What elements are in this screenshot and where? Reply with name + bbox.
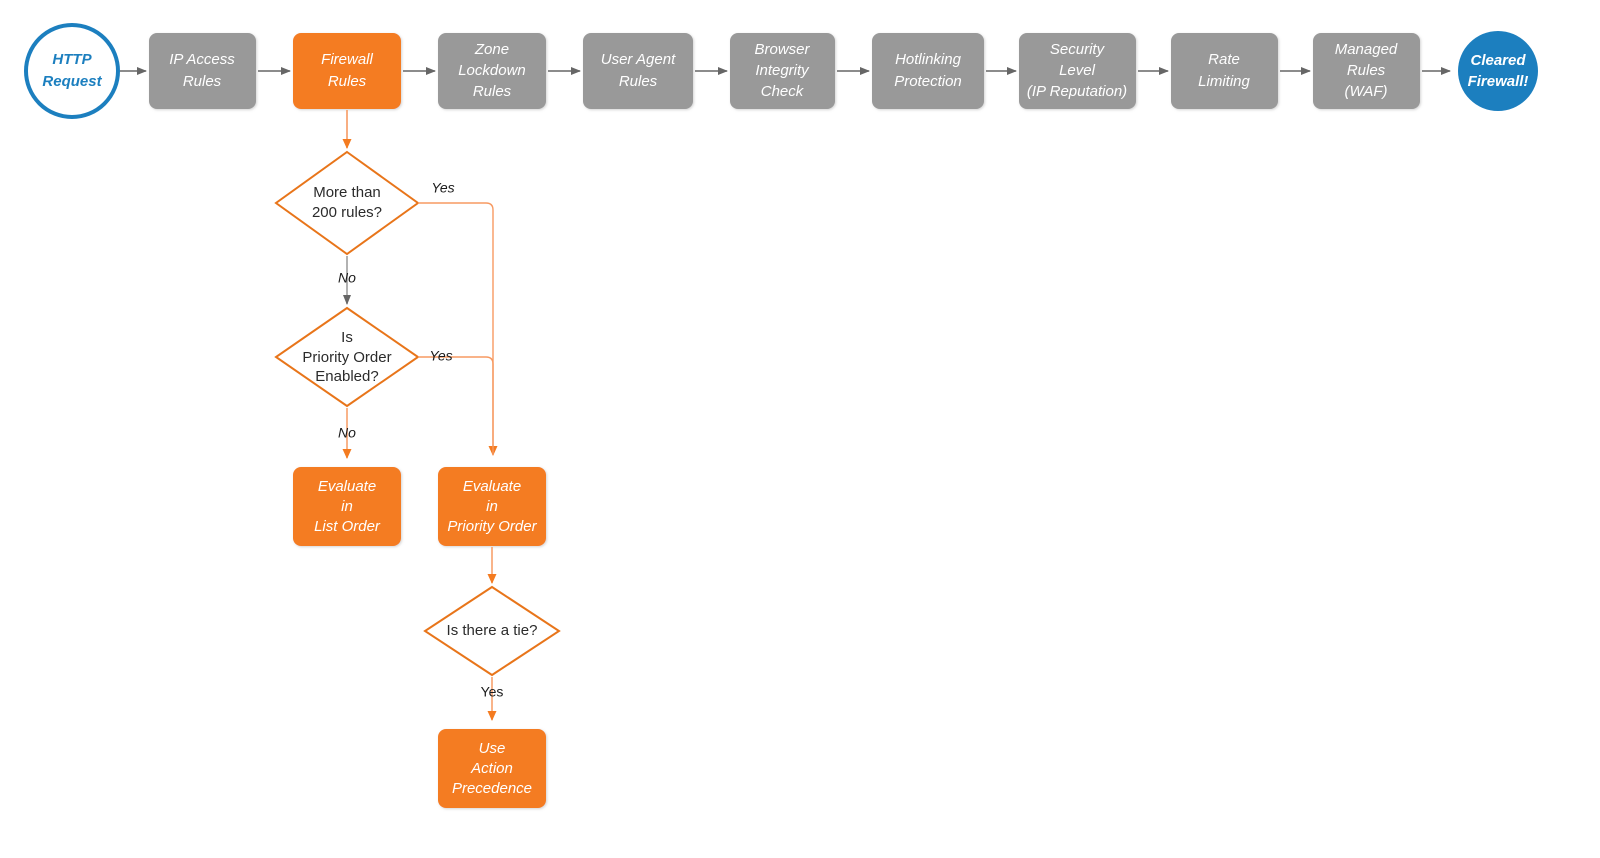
- node-user-agent-rules[interactable]: User Agent Rules: [583, 33, 693, 109]
- rate-limiting-box: [1171, 33, 1278, 109]
- zone-lockdown-rules-box: [438, 33, 546, 109]
- node-browser-integrity-check[interactable]: Browser Integrity Check: [730, 33, 835, 109]
- security-level-box: [1019, 33, 1136, 109]
- firewall-rules-box: [293, 33, 401, 109]
- connector-decision-priority-yes: [418, 356, 494, 455]
- node-evaluate-in-priority-order[interactable]: Evaluate in Priority Order: [438, 467, 546, 546]
- connector-decision-200-yes: [418, 202, 498, 456]
- edge-label-decision-priority-yes: Yes: [429, 348, 452, 364]
- managed-rules-waf-box: [1313, 33, 1420, 109]
- node-http-request[interactable]: HTTP Request: [24, 23, 120, 119]
- decision-is-there-a-tie-diamond: [423, 585, 561, 677]
- node-rate-limiting[interactable]: Rate Limiting: [1171, 33, 1278, 109]
- decision-more-than-200-rules-diamond: [274, 150, 420, 256]
- user-agent-rules-box: [583, 33, 693, 109]
- edge-label-decision-200-yes: Yes: [431, 180, 454, 196]
- node-decision-priority-order-enabled[interactable]: Is Priority Order Enabled?: [274, 306, 420, 408]
- node-decision-is-there-a-tie[interactable]: Is there a tie?: [423, 585, 561, 677]
- node-cleared-firewall[interactable]: Cleared Firewall!: [1458, 31, 1538, 111]
- cleared-firewall-circle: [1458, 31, 1538, 111]
- http-request-circle: [24, 23, 120, 119]
- evaluate-in-priority-order-box: [438, 467, 546, 546]
- use-action-precedence-box: [438, 729, 546, 808]
- hotlinking-protection-box: [872, 33, 984, 109]
- browser-integrity-check-box: [730, 33, 835, 109]
- node-use-action-precedence[interactable]: Use Action Precedence: [438, 729, 546, 808]
- ip-access-rules-box: [149, 33, 256, 109]
- node-evaluate-in-list-order[interactable]: Evaluate in List Order: [293, 467, 401, 546]
- node-managed-rules-waf[interactable]: Managed Rules (WAF): [1313, 33, 1420, 109]
- decision-priority-order-diamond: [274, 306, 420, 408]
- evaluate-in-list-order-box: [293, 467, 401, 546]
- node-security-level[interactable]: Security Level (IP Reputation): [1019, 33, 1136, 109]
- node-decision-more-than-200-rules[interactable]: More than 200 rules?: [274, 150, 420, 256]
- node-zone-lockdown-rules[interactable]: Zone Lockdown Rules: [438, 33, 546, 109]
- node-hotlinking-protection[interactable]: Hotlinking Protection: [872, 33, 984, 109]
- node-firewall-rules[interactable]: Firewall Rules: [293, 33, 401, 109]
- node-ip-access-rules[interactable]: IP Access Rules: [149, 33, 256, 109]
